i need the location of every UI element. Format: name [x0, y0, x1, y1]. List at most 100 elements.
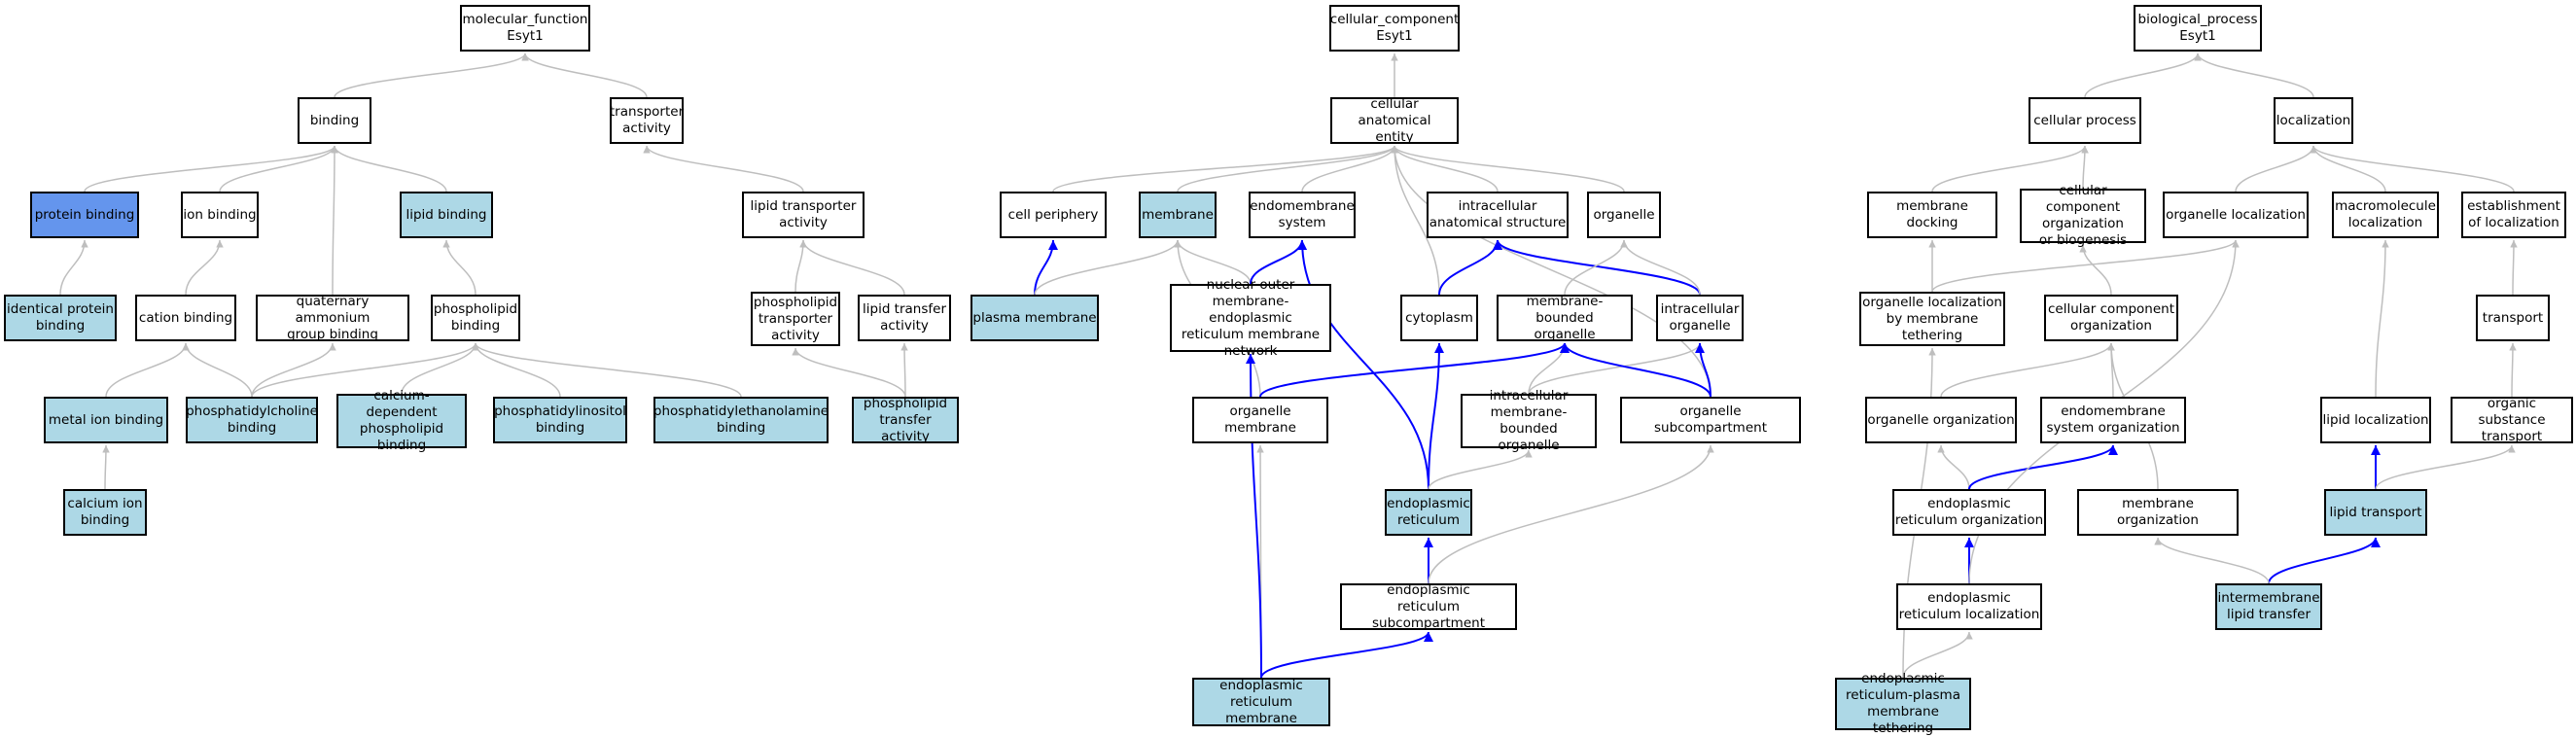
node-cellular-anatomical-entity[interactable]: cellular anatomical entity — [1330, 96, 1459, 145]
node-membrane-organization[interactable]: membrane organization — [2077, 489, 2239, 536]
edge-calcium-dep-phospholipid-binding-to-phospholipid-binding — [401, 342, 479, 395]
node-er-membrane[interactable]: endoplasmic reticulum membrane — [1192, 678, 1330, 726]
edge-cellular-process-to-bp-root — [2084, 53, 2202, 98]
edge-plasma-membrane-to-cell-periphery — [1034, 239, 1058, 296]
edge-er-membrane-to-er-subcompartment — [1260, 631, 1433, 679]
node-intermembrane-lipid-transfer[interactable]: intermembrane lipid transfer — [2215, 583, 2322, 630]
node-cell-periphery[interactable]: cell periphery — [1000, 192, 1107, 238]
node-intracellular-membrane-bounded-organelle[interactable]: intracellular membrane-bounded organelle — [1461, 388, 1597, 453]
node-plasma-membrane[interactable]: plasma membrane — [970, 295, 1099, 341]
node-cellular-process[interactable]: cellular process — [2029, 97, 2141, 144]
edge-organelle-subcompartment-to-membrane-bounded-organelle — [1560, 342, 1711, 398]
node-cellular-component-organization[interactable]: cellular component organization — [2044, 295, 2178, 341]
edge-identical-protein-binding-to-protein-binding — [59, 239, 88, 296]
edge-organelle-loc-by-membrane-tethering-to-organelle-localization — [1931, 239, 2240, 293]
node-phosphatidylinositol-binding[interactable]: phosphatidylinositol binding — [493, 397, 627, 443]
edge-endoplasmic-reticulum-to-cytoplasm — [1428, 342, 1444, 490]
node-intracellular-anatomical-structure[interactable]: intracellular anatomical structure — [1427, 192, 1569, 238]
node-organelle-localization-by-membrane-tethering[interactable]: organelle localization by membrane tethe… — [1859, 292, 2005, 346]
edge-intracellular-organelle-to-intracellular-anatomical-structure — [1493, 239, 1701, 296]
node-molecular-function-root[interactable]: molecular_function Esyt1 — [460, 5, 590, 52]
node-membrane[interactable]: membrane — [1139, 192, 1217, 238]
edge-er-organization-to-endomembrane-system-organization — [1968, 444, 2118, 490]
node-organelle-organization[interactable]: organelle organization — [1865, 397, 2017, 443]
node-organelle-localization[interactable]: organelle localization — [2163, 192, 2309, 238]
node-er-plasma-membrane-tethering[interactable]: endoplasmic reticulum-plasma membrane te… — [1835, 671, 1971, 736]
edge-calcium-ion-binding-to-metal-ion-binding — [102, 444, 110, 490]
node-establishment-of-localization[interactable]: establishment of localization — [2461, 192, 2566, 238]
edge-intermembrane-lipid-transfer-to-membrane-organization — [2154, 537, 2270, 584]
edge-er-organization-to-organelle-organization — [1937, 444, 1970, 490]
edge-phospholipid-binding-to-lipid-binding — [442, 239, 476, 296]
edge-quaternary-ammonium-to-binding — [331, 145, 338, 296]
node-organelle-membrane[interactable]: organelle membrane — [1192, 397, 1328, 443]
edge-intracellular-organelle-to-organelle — [1620, 239, 1701, 296]
edge-membrane-to-cellular-anatomical-entity — [1177, 145, 1398, 193]
node-localization[interactable]: localization — [2274, 97, 2353, 144]
node-nuclear-outer-membrane-er-network[interactable]: nuclear outer membrane-endoplasmic retic… — [1170, 277, 1331, 359]
node-endomembrane-system[interactable]: endomembrane system — [1249, 192, 1356, 238]
node-biological-process-root[interactable]: biological_process Esyt1 — [2134, 5, 2262, 52]
edge-cytoplasm-to-intracellular-anatomical-structure — [1438, 239, 1502, 296]
edge-organelle-membrane-to-membrane-bounded-organelle — [1259, 342, 1570, 398]
edge-cellular-component-organization-to-cc-org-or-biogenesis — [2079, 244, 2112, 296]
node-protein-binding[interactable]: protein binding — [30, 192, 139, 238]
node-transporter-activity[interactable]: transporter activity — [610, 97, 684, 144]
node-macromolecule-localization[interactable]: macromolecule localization — [2332, 192, 2439, 238]
node-calcium-dependent-phospholipid-binding[interactable]: calcium-dependent phospholipid binding — [336, 388, 467, 453]
edge-er-subcompartment-to-organelle-subcompartment — [1428, 444, 1714, 584]
node-binding[interactable]: binding — [298, 97, 371, 144]
node-lipid-transporter-activity[interactable]: lipid transporter activity — [742, 192, 865, 238]
node-lipid-transfer-activity[interactable]: lipid transfer activity — [858, 295, 951, 341]
edge-lipid-binding-to-binding — [331, 145, 447, 193]
node-organelle-subcompartment[interactable]: organelle subcompartment — [1620, 397, 1801, 443]
edge-organelle-to-cellular-anatomical-entity — [1391, 145, 1625, 193]
node-phosphatidylethanolamine-binding[interactable]: phosphatidylethanolamine binding — [653, 397, 829, 443]
node-cellular-component-organization-or-biogenesis[interactable]: cellular component organization or bioge… — [2020, 183, 2146, 248]
node-quaternary-ammonium-group-binding[interactable]: quaternary ammonium group binding — [256, 294, 409, 342]
node-membrane-bounded-organelle[interactable]: membrane-bounded organelle — [1497, 294, 1633, 342]
node-phospholipid-binding[interactable]: phospholipid binding — [431, 295, 520, 341]
node-er-organization[interactable]: endoplasmic reticulum organization — [1892, 489, 2046, 536]
edge-membrane-bounded-organelle-to-organelle — [1564, 239, 1628, 296]
node-transport[interactable]: transport — [2476, 295, 2550, 341]
edge-organelle-organization-to-cellular-component-organization — [1940, 342, 2115, 398]
node-phospholipid-transporter-activity[interactable]: phospholipid transporter activity — [751, 292, 840, 346]
edge-intracellular-anatomical-structure-to-cellular-anatomical-entity — [1391, 145, 1499, 193]
edge-endoplasmic-reticulum-to-endomembrane-system — [1297, 239, 1429, 490]
node-lipid-localization[interactable]: lipid localization — [2320, 397, 2431, 443]
node-identical-protein-binding[interactable]: identical protein binding — [4, 295, 117, 341]
node-intracellular-organelle[interactable]: intracellular organelle — [1656, 295, 1744, 341]
edge-organelle-subcompartment-to-cellular-anatomical-entity — [1391, 145, 1711, 398]
edge-intracellular-mbo-to-intracellular-organelle — [1528, 342, 1704, 395]
edge-organelle-localization-to-localization — [2235, 145, 2317, 193]
node-metal-ion-binding[interactable]: metal ion binding — [44, 397, 168, 443]
edge-phosphatidylcholine-binding-to-quaternary-ammonium — [251, 342, 336, 398]
node-phosphatidylcholine-binding[interactable]: phosphatidylcholine binding — [186, 397, 318, 443]
edge-endoplasmic-reticulum-to-intracellular-mbo — [1428, 449, 1533, 490]
edge-membrane-docking-to-cellular-process — [1931, 145, 2089, 193]
node-organic-substance-transport[interactable]: organic substance transport — [2451, 396, 2573, 444]
node-organelle[interactable]: organelle — [1587, 192, 1661, 238]
node-endoplasmic-reticulum[interactable]: endoplasmic reticulum — [1385, 489, 1472, 536]
node-endomembrane-system-organization[interactable]: endomembrane system organization — [2040, 397, 2186, 443]
edge-binding-to-mf-root — [334, 53, 529, 98]
edge-lipid-transporter-activity-to-transporter-activity — [643, 145, 804, 193]
node-cellular-component-root[interactable]: cellular_component Esyt1 — [1329, 5, 1460, 52]
edge-transporter-activity-to-mf-root — [521, 53, 648, 98]
edge-establishment-of-localization-to-localization — [2310, 145, 2515, 193]
node-lipid-transport[interactable]: lipid transport — [2324, 489, 2427, 536]
node-calcium-ion-binding[interactable]: calcium ion binding — [63, 489, 147, 536]
edge-phospholipid-transfer-activity-to-phospholipid-transporter-activity — [792, 347, 906, 398]
node-cation-binding[interactable]: cation binding — [135, 295, 236, 341]
node-cytoplasm[interactable]: cytoplasm — [1400, 295, 1478, 341]
node-er-localization[interactable]: endoplasmic reticulum localization — [1896, 583, 2042, 630]
node-ion-binding[interactable]: ion binding — [181, 192, 259, 238]
node-er-subcompartment[interactable]: endoplasmic reticulum subcompartment — [1340, 582, 1517, 631]
edge-plasma-membrane-to-membrane — [1034, 239, 1182, 296]
edge-phosphatidylcholine-binding-to-phospholipid-binding — [251, 342, 479, 398]
node-lipid-binding[interactable]: lipid binding — [400, 192, 493, 238]
edge-er-pm-tethering-to-er-localization — [1902, 631, 1973, 679]
node-membrane-docking[interactable]: membrane docking — [1867, 192, 1997, 238]
node-phospholipid-transfer-activity[interactable]: phospholipid transfer activity — [852, 396, 959, 444]
